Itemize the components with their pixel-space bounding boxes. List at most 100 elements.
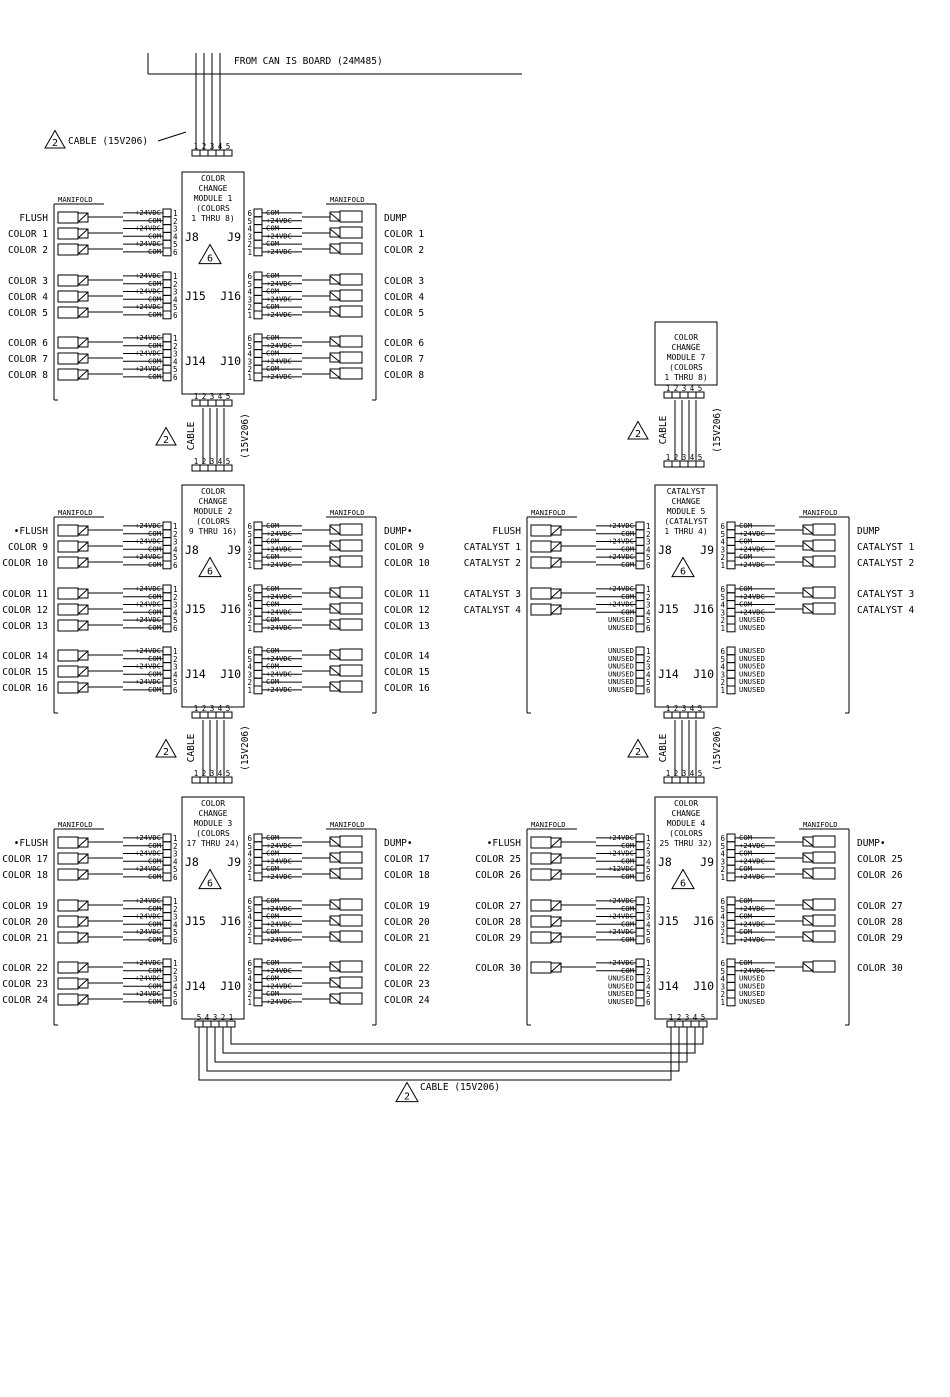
- connector-pin: [223, 711, 233, 719]
- pin-box: [253, 302, 263, 312]
- pin-box: [726, 537, 736, 546]
- signal-label: UNUSED: [739, 615, 765, 624]
- solenoid-box: [812, 851, 836, 864]
- pin-number: 1: [646, 647, 651, 656]
- module-7-title-line: MODULE 7: [667, 353, 706, 362]
- signal-label: +24VDC: [266, 247, 292, 256]
- connector-pin: [223, 464, 233, 472]
- solenoid-box: [812, 555, 836, 568]
- solenoid-slash: [77, 978, 89, 989]
- pin-number: 2: [247, 240, 252, 249]
- pin-box: [726, 560, 736, 570]
- solenoid-slash: [550, 557, 562, 568]
- pin-number: 6: [646, 936, 651, 945]
- solenoid-box: [57, 227, 79, 240]
- signal-label: COM: [739, 537, 753, 546]
- pin-number: 6: [720, 897, 725, 906]
- signal-label: +24VDC: [135, 615, 161, 624]
- jack-label-J9: J9: [227, 230, 241, 244]
- signal-label: COM: [148, 997, 162, 1006]
- pin-number: 5: [646, 990, 651, 999]
- pin-number: 5: [720, 530, 725, 539]
- pin-number: 5: [173, 678, 178, 687]
- signal-label: +24VDC: [266, 529, 292, 538]
- manifold-label: MANIFOLD: [58, 820, 93, 829]
- connector-pin-number: 2: [202, 704, 207, 713]
- valve-label: COLOR 3: [384, 276, 424, 287]
- signal-label: COM: [621, 841, 635, 850]
- valve-label: COLOR 19: [384, 901, 430, 912]
- jack-label-J15: J15: [658, 914, 679, 928]
- solenoid-slash: [77, 525, 89, 536]
- valve-label: DUMP: [857, 526, 880, 537]
- solenoid-slash: [550, 604, 562, 615]
- pin-box: [162, 966, 172, 976]
- pin-number: 4: [173, 232, 178, 241]
- pin-box: [253, 685, 263, 695]
- solenoid-slash: [77, 666, 89, 677]
- valve-label: COLOR 20: [2, 917, 48, 928]
- pin-box: [162, 521, 172, 531]
- pin-box: [253, 333, 263, 343]
- connector-pin-number: 2: [674, 384, 679, 393]
- jack-label-J8: J8: [658, 543, 672, 557]
- pin-box: [726, 615, 736, 625]
- solenoid-box: [57, 336, 79, 349]
- loop-cable-wire: [222, 1027, 696, 1054]
- pin-box: [635, 919, 645, 929]
- pin-box: [635, 623, 645, 633]
- connector-pin-number: 4: [218, 704, 223, 713]
- solenoid-box: [57, 587, 79, 600]
- valve-label: COLOR 21: [384, 933, 430, 944]
- valve-label: COLOR 17: [384, 854, 430, 865]
- solenoid-box: [57, 619, 79, 632]
- pin-box: [162, 310, 172, 320]
- pin-number: 3: [247, 357, 252, 366]
- jack-label-J8: J8: [658, 855, 672, 869]
- pin-box: [635, 833, 645, 843]
- signal-label: COM: [266, 208, 280, 217]
- valve-label: CATALYST 2: [857, 558, 914, 569]
- valve-label: COLOR 22: [384, 963, 430, 974]
- signal-label: COM: [266, 896, 280, 905]
- solenoid-slash: [77, 900, 89, 911]
- valve-label: COLOR 7: [8, 354, 48, 365]
- jack-label-J9: J9: [700, 855, 714, 869]
- signal-label: +24VDC: [135, 364, 161, 373]
- module-box: [181, 171, 245, 395]
- pin-box: [162, 560, 172, 570]
- solenoid-slash: [77, 588, 89, 599]
- pin-box: [162, 669, 172, 679]
- solenoid-slash: [77, 541, 89, 552]
- pin-box: [253, 849, 263, 858]
- solenoid-slash: [550, 916, 562, 927]
- pin-number: 4: [173, 920, 178, 929]
- pin-number: 4: [173, 295, 178, 304]
- pin-box: [253, 231, 263, 241]
- module-note-triangle-number: 6: [207, 879, 213, 890]
- signal-label: UNUSED: [608, 677, 634, 686]
- solenoid-slash: [329, 666, 341, 676]
- pin-box: [726, 662, 736, 671]
- pin-number: 1: [173, 834, 178, 843]
- pin-number: 3: [720, 608, 725, 617]
- signal-label: +24VDC: [266, 685, 292, 694]
- connector-pin-number: 5: [698, 453, 703, 462]
- valve-label: CATALYST 3: [857, 589, 914, 600]
- pin-box: [162, 364, 172, 374]
- connector-pin: [695, 776, 705, 784]
- module-title-line: COLOR: [201, 799, 225, 808]
- cable-note-triangle: [155, 738, 177, 758]
- pin-box: [635, 537, 645, 546]
- valve-label: COLOR 26: [475, 870, 521, 881]
- pin-box: [635, 521, 645, 531]
- valve-label: COLOR 28: [857, 917, 903, 928]
- solenoid-box: [57, 681, 79, 694]
- pin-box: [726, 849, 736, 858]
- signal-label: COM: [266, 302, 280, 311]
- solenoid-slash: [329, 275, 341, 285]
- signal-label: COM: [621, 919, 635, 928]
- signal-label: +12VDC: [608, 864, 634, 873]
- pin-box: [635, 896, 645, 906]
- pin-number: 1: [247, 624, 252, 633]
